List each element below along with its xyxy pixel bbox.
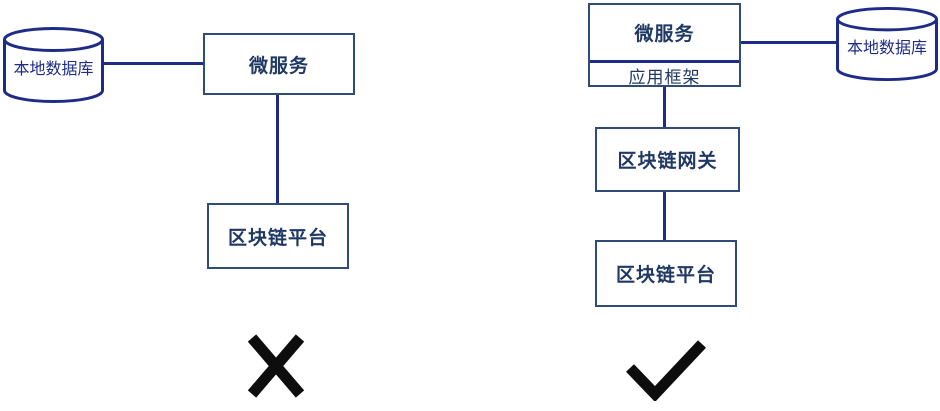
left-db-to-microservice-connector: [103, 62, 203, 65]
microservice-label: 微服务: [634, 24, 695, 45]
database-label: 本地数据库: [13, 60, 94, 78]
check-mark-icon: [626, 340, 707, 401]
cross-mark-icon: [247, 334, 305, 398]
database-cylinder-icon: [3, 27, 104, 103]
right-gateway-to-platform-connector: [663, 192, 666, 240]
right-microservice-node: 微服务 应用框架: [588, 3, 741, 87]
app-framework-label: 应用框架: [590, 60, 739, 88]
blockchain-platform-label: 区块链平台: [615, 265, 716, 286]
right-framework-to-gateway-connector: [663, 87, 666, 127]
left-local-database-node: 本地数据库: [3, 27, 104, 103]
right-blockchain-platform-node: 区块链平台: [595, 240, 737, 307]
right-local-database-node: 本地数据库: [836, 7, 938, 81]
database-label: 本地数据库: [846, 39, 927, 57]
right-microservice-to-db-connector: [741, 41, 836, 44]
left-microservice-node: 微服务: [203, 33, 355, 95]
left-microservice-to-platform-connector: [276, 95, 279, 203]
blockchain-gateway-label: 区块链网关: [617, 151, 718, 172]
database-cylinder-icon: [836, 7, 938, 81]
microservice-label: 微服务: [248, 55, 309, 77]
left-blockchain-platform-node: 区块链平台: [207, 203, 349, 269]
blockchain-platform-label: 区块链平台: [227, 227, 328, 249]
right-blockchain-gateway-node: 区块链网关: [595, 127, 740, 192]
